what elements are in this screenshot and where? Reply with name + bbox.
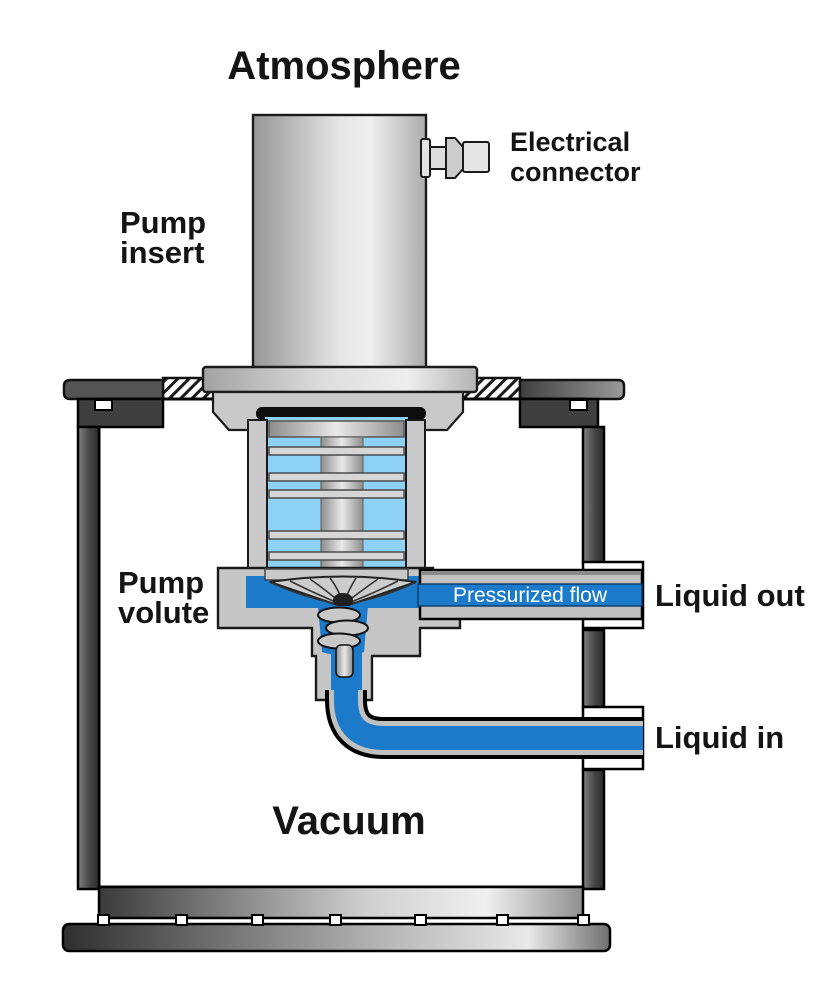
- motor-can: [247, 417, 426, 581]
- label-liquid-in: Liquid in: [655, 720, 785, 755]
- chamber-left-wall: [76, 425, 101, 891]
- label-pressurized-flow: Pressurized flow: [452, 584, 608, 607]
- pump-insert-cylinder: [251, 113, 428, 370]
- label-atmosphere: Atmosphere: [227, 44, 461, 88]
- stator-discs: [268, 446, 405, 561]
- inducer-screw: [317, 606, 369, 678]
- base-bolts: [97, 914, 590, 926]
- liquid-out-pipe: [417, 560, 645, 630]
- chamber-bottom-band: [97, 885, 585, 920]
- label-vacuum: Vacuum: [272, 799, 426, 843]
- impeller: [269, 575, 417, 609]
- chamber-right-wall: [581, 425, 606, 891]
- pressurized-flow-channel: [417, 583, 643, 607]
- o-ring: [256, 407, 426, 420]
- insert-flange: [201, 365, 479, 394]
- base-plate: [61, 922, 612, 953]
- label-liquid-out: Liquid out: [655, 578, 805, 613]
- liquid-in-pipe: [325, 690, 645, 771]
- electrical-connector-icon: [420, 137, 490, 179]
